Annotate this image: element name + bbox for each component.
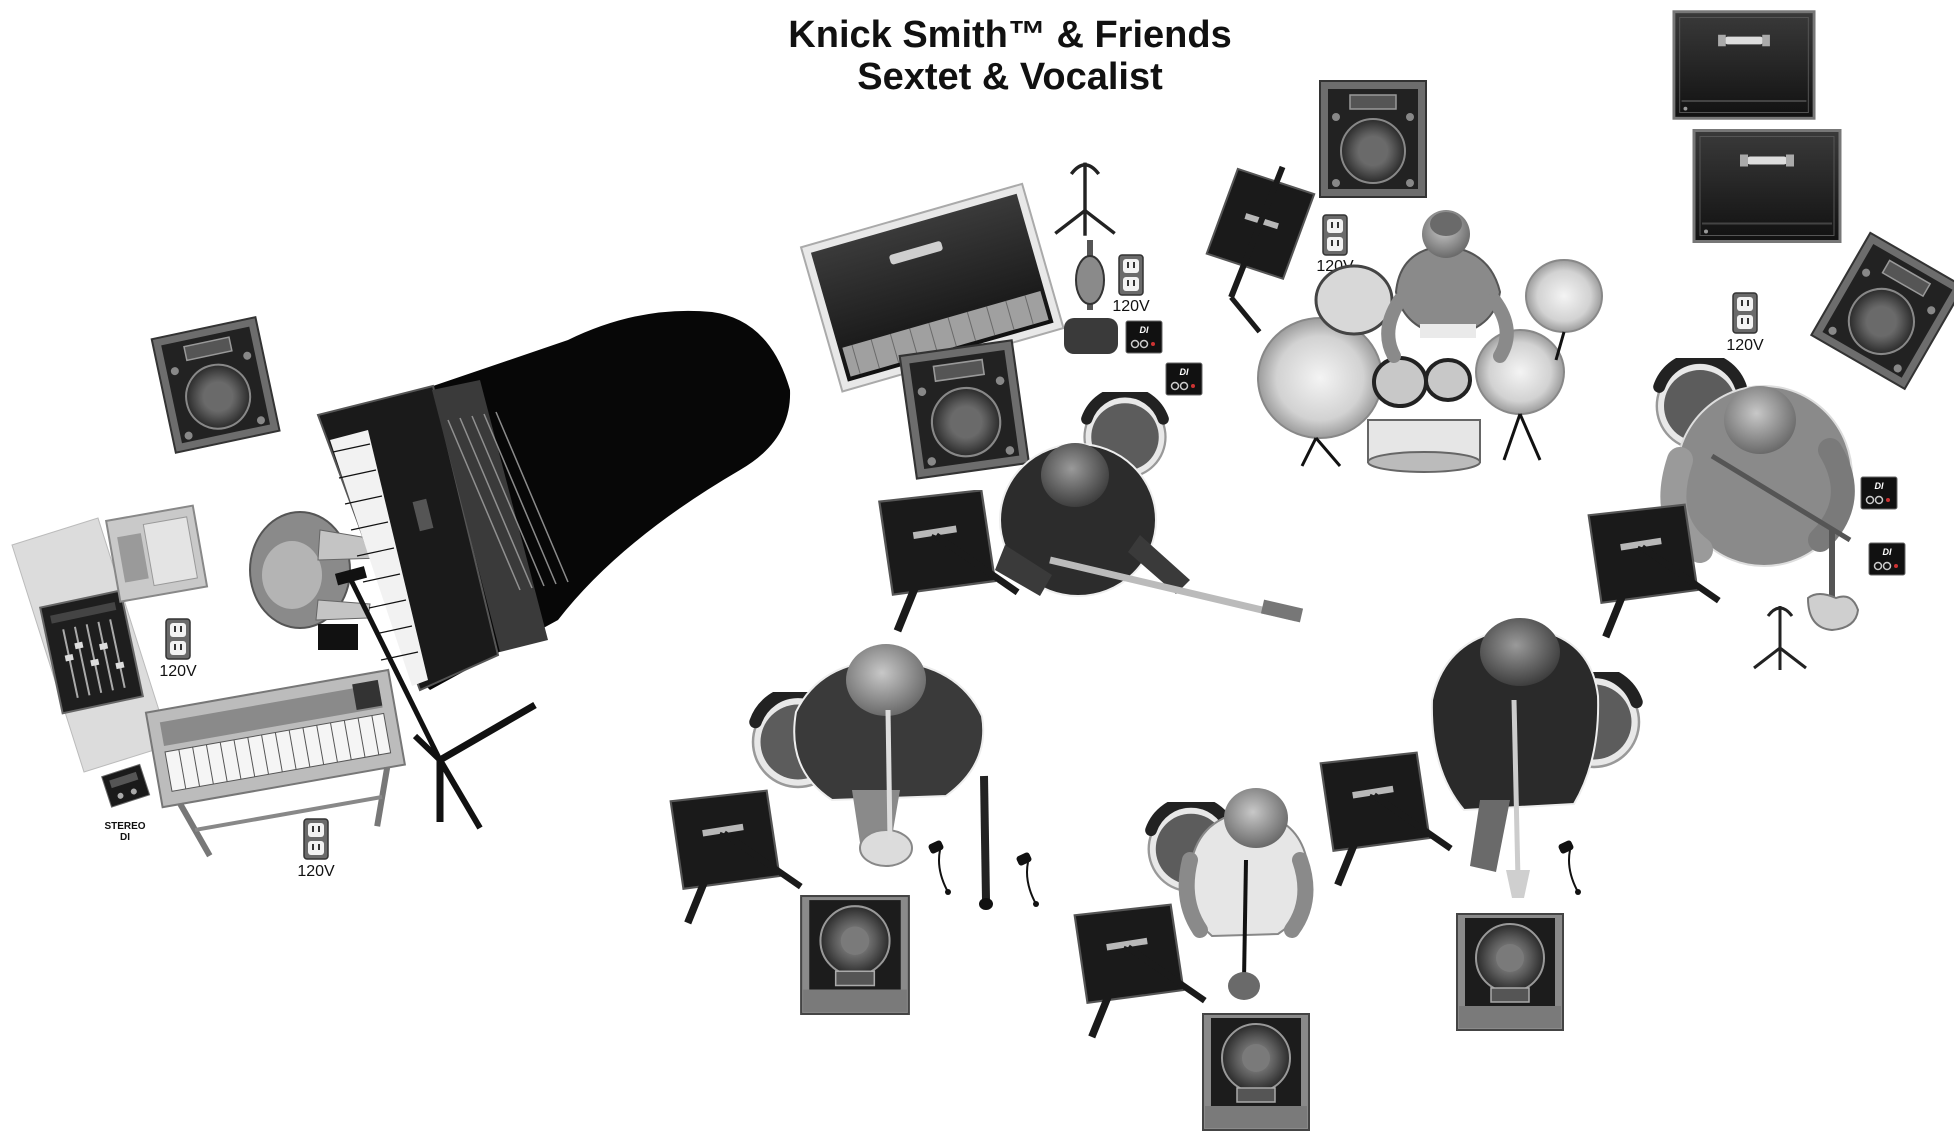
mixer (40, 591, 143, 714)
outlet-keyboard-2: 120V (297, 819, 335, 880)
vocalist-monitor-wedge (1203, 1014, 1309, 1130)
outlet-icon (1733, 293, 1757, 333)
bass-amp-1 (1674, 12, 1814, 119)
outlet-label: 120V (297, 863, 335, 880)
drum-speaker (1320, 81, 1426, 197)
keyboard-station: STEREO DI 120V 120V (12, 311, 790, 880)
bassist (1673, 386, 1852, 566)
di-box-icon (1126, 321, 1162, 353)
outlet-label: 120V (1726, 337, 1764, 354)
horn-1-music-stand (671, 791, 801, 923)
soprano-sax (979, 776, 993, 910)
bass-drum (1368, 420, 1480, 472)
laptop (106, 506, 207, 602)
stereo-di-label-2: DI (120, 832, 130, 843)
outlet-icon (1323, 215, 1347, 255)
di-box-icon (1861, 477, 1897, 509)
horn-1b-mic-icon (1016, 852, 1039, 907)
outlet-icon (304, 819, 328, 859)
horn-1-mic-icon (928, 840, 951, 895)
outlet-label: 120V (1112, 298, 1150, 315)
bass-speaker (1811, 233, 1954, 389)
drummer-music-stand (1181, 151, 1325, 332)
horn-player-1-station (671, 644, 1039, 1014)
di-box-icon (1869, 543, 1905, 575)
outlet-icon (166, 619, 190, 659)
keyboard-bench (318, 624, 358, 650)
guitar-music-stand (879, 490, 1017, 631)
crash-cymbal (1258, 318, 1382, 438)
outlet-label: 120V (159, 663, 197, 680)
outlet-guitar: 120V (1112, 255, 1150, 315)
grand-piano (318, 311, 790, 690)
digital-keyboard (146, 670, 415, 862)
ride-cymbal (1526, 260, 1602, 332)
vocalist-music-stand (1075, 905, 1205, 1037)
horn-1-monitor-wedge (801, 896, 909, 1014)
vocalist-station (1075, 788, 1309, 1130)
horn-2-mic-icon (1558, 840, 1581, 895)
stereo-di-box: STEREO DI (102, 764, 150, 843)
stereo-di-label-1: STEREO (104, 821, 145, 832)
horn-player-2 (1432, 618, 1598, 898)
drum-station: 120V (1181, 81, 1602, 472)
tom-2 (1374, 358, 1426, 406)
horn-player-1 (794, 644, 983, 866)
outlet-bass: 120V (1726, 293, 1764, 354)
outlet-keyboard-1: 120V (159, 619, 197, 680)
rack-tom (1316, 266, 1392, 334)
bass-station: 120V (1589, 12, 1954, 670)
keyboard-speaker (152, 317, 280, 453)
horn-2-monitor-wedge (1457, 914, 1563, 1030)
horn-2-music-stand (1321, 753, 1451, 885)
horn-player-2-station (1321, 618, 1639, 1030)
bass-amp-2 (1694, 131, 1840, 242)
hihat-cymbal (1476, 330, 1564, 414)
drummer (1388, 210, 1507, 356)
acoustic-guitar (1055, 163, 1118, 354)
di-box-icon (1166, 363, 1202, 395)
outlet-icon (1119, 255, 1143, 295)
guitar-speaker (900, 340, 1029, 478)
snare-drum (1426, 360, 1470, 400)
